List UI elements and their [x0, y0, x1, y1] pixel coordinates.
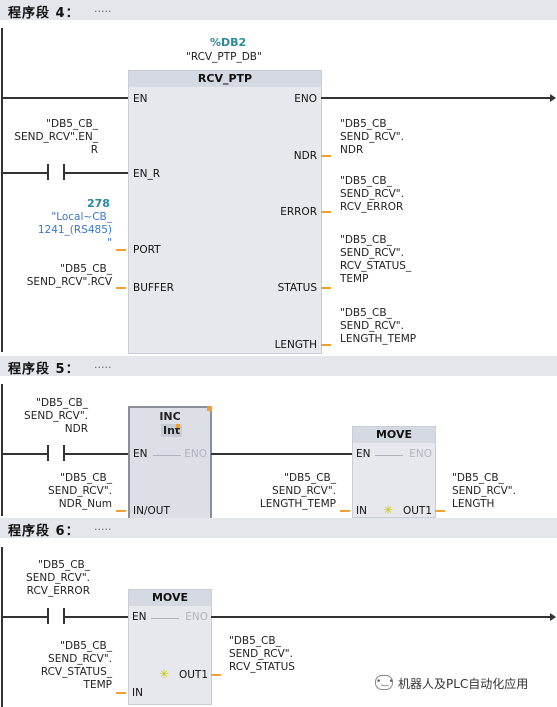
- en-eno-link: [151, 618, 179, 619]
- rung-wire: [65, 453, 128, 455]
- pin-error: ERROR: [280, 206, 317, 218]
- pin-in-out: IN/OUT: [133, 505, 170, 517]
- pin-ndr: NDR: [293, 150, 317, 162]
- port-connector: [116, 249, 126, 251]
- pin-en: EN: [356, 448, 371, 460]
- segment-4-header[interactable]: 程序段 4： .....: [0, 0, 557, 21]
- segment-comment[interactable]: .....: [94, 520, 112, 533]
- move-block[interactable]: MOVE EN ENO IN ✳ OUT1: [352, 426, 436, 518]
- add-output-star-icon[interactable]: ✳: [159, 667, 170, 681]
- normally-open-contact[interactable]: [47, 608, 65, 624]
- rcv-ptp-block[interactable]: RCV_PTP EN EN_R PORT BUFFER ENO NDR ERRO…: [128, 70, 322, 354]
- add-output-star-icon[interactable]: ✳: [383, 503, 394, 517]
- pin-out1: OUT1: [178, 669, 208, 681]
- move-out-connector: [211, 674, 221, 676]
- segment-5-header[interactable]: 程序段 5： .....: [0, 356, 557, 377]
- length-operand[interactable]: "DB5_CB_ SEND_RCV". LENGTH_TEMP: [340, 307, 417, 345]
- en-r-wire-right: [65, 172, 128, 174]
- move-out-operand[interactable]: "DB5_CB_ SEND_RCV". LENGTH: [452, 472, 516, 510]
- pin-port: PORT: [133, 244, 161, 256]
- power-rail: [1, 28, 3, 352]
- en-eno-link: [375, 455, 403, 456]
- pin-en: EN: [132, 611, 147, 623]
- segment-title: 程序段 6：: [8, 524, 80, 539]
- error-contact-operand[interactable]: "DB5_CB_ SEND_RCV". RCV_ERROR: [26, 559, 90, 597]
- move-out-operand[interactable]: "DB5_CB_ SEND_RCV". RCV_STATUS: [229, 635, 295, 673]
- move-block[interactable]: MOVE EN ENO ✳ OUT1 IN: [128, 589, 212, 705]
- error-connector: [321, 211, 331, 213]
- power-rail: [1, 547, 3, 707]
- rung-wire: [3, 453, 47, 455]
- pin-eno: ENO: [294, 93, 317, 105]
- move-title: MOVE: [353, 427, 435, 443]
- inc-operand[interactable]: "DB5_CB_ SEND_RCV". NDR_Num: [48, 472, 112, 510]
- type-marker: [176, 424, 180, 428]
- instance-db-name[interactable]: "RCV_PTP_DB": [186, 51, 262, 63]
- move-in-connector: [340, 510, 350, 512]
- rung-wire: [211, 453, 352, 455]
- error-operand[interactable]: "DB5_CB_ SEND_RCV". RCV_ERROR: [340, 175, 404, 213]
- en-r-operand[interactable]: "DB5_CB_ SEND_RCV".EN_ R: [14, 118, 98, 156]
- pin-en-r: EN_R: [133, 168, 161, 180]
- pin-eno: ENO: [409, 448, 432, 460]
- pin-status: STATUS: [277, 282, 317, 294]
- ndr-contact-operand[interactable]: "DB5_CB_ SEND_RCV". NDR: [24, 397, 88, 435]
- ndr-operand[interactable]: "DB5_CB_ SEND_RCV". NDR: [340, 118, 404, 156]
- normally-open-contact[interactable]: [47, 445, 65, 461]
- inc-block[interactable]: INC Int EN ENO IN/OUT: [128, 406, 212, 520]
- block-title: RCV_PTP: [129, 71, 321, 87]
- buffer-connector: [116, 287, 126, 289]
- move-in-connector: [116, 692, 126, 694]
- move-in-operand[interactable]: "DB5_CB_ SEND_RCV". RCV_STATUS_ TEMP: [40, 640, 112, 691]
- ndr-connector: [321, 155, 331, 157]
- pin-buffer: BUFFER: [133, 282, 174, 294]
- wire-end-arrow: [550, 94, 556, 102]
- pin-en: EN: [133, 448, 148, 460]
- pin-length: LENGTH: [274, 339, 317, 351]
- port-operand[interactable]: "Local~CB_ 1241_(RS485) ": [37, 211, 112, 249]
- length-connector: [321, 344, 331, 346]
- eno-wire: [321, 97, 551, 99]
- status-connector: [321, 287, 331, 289]
- port-value[interactable]: 278: [87, 197, 110, 210]
- segment-comment[interactable]: .....: [94, 358, 112, 371]
- wechat-icon: •‿•: [375, 675, 394, 690]
- status-operand[interactable]: "DB5_CB_ SEND_RCV". RCV_STATUS_ TEMP: [340, 234, 412, 285]
- en-wire: [3, 97, 128, 99]
- segment-comment[interactable]: .....: [94, 2, 112, 15]
- inc-connector: [116, 510, 126, 512]
- block-corner-marker: [207, 406, 212, 411]
- rung-wire: [65, 616, 128, 618]
- rung-wire: [3, 616, 47, 618]
- rung-wire: [211, 616, 551, 618]
- en-eno-link: [153, 455, 181, 456]
- en-r-wire-left: [3, 172, 47, 174]
- wire-end-arrow: [550, 613, 556, 621]
- pin-eno: ENO: [185, 611, 208, 623]
- power-rail: [1, 384, 3, 516]
- instance-db-number[interactable]: %DB2: [210, 36, 247, 49]
- normally-open-contact[interactable]: [47, 164, 65, 180]
- segment-title: 程序段 4：: [8, 6, 80, 21]
- pin-eno: ENO: [184, 448, 207, 460]
- watermark-text: 机器人及PLC自动化应用: [398, 677, 529, 691]
- pin-in: IN: [356, 505, 367, 517]
- move-title: MOVE: [129, 590, 211, 606]
- pin-out1: OUT1: [402, 505, 432, 517]
- move-in-operand[interactable]: "DB5_CB_ SEND_RCV". LENGTH_TEMP: [259, 472, 336, 510]
- inc-title: INC: [159, 410, 181, 423]
- pin-en: EN: [133, 93, 148, 105]
- move-out-connector: [435, 510, 445, 512]
- segment-title: 程序段 5：: [8, 362, 80, 377]
- segment-6-header[interactable]: 程序段 6： .....: [0, 518, 557, 539]
- buffer-operand[interactable]: "DB5_CB_ SEND_RCV".RCV: [26, 263, 112, 288]
- pin-in: IN: [132, 687, 143, 699]
